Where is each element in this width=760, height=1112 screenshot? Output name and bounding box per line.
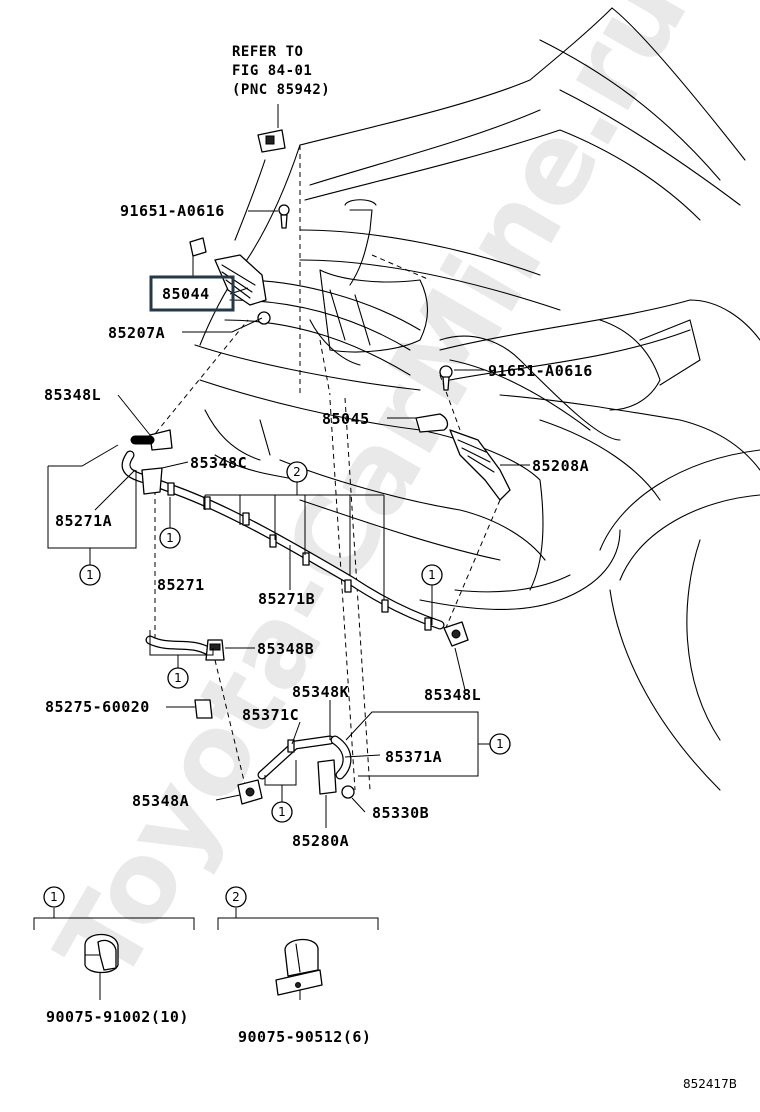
refer-line-2: FIG 84-01 bbox=[232, 63, 312, 79]
callout-1-e: 1 bbox=[278, 805, 286, 819]
clip-1-illustration bbox=[84, 933, 119, 974]
hose-85371a-part bbox=[330, 735, 352, 780]
hose-85371c-part bbox=[257, 735, 335, 780]
refer-line-1: REFER TO bbox=[232, 44, 303, 60]
connector-85348l-left-part bbox=[130, 429, 173, 451]
label-bolt-top: 91651-A0616 bbox=[120, 202, 225, 220]
highlight-box-85044 bbox=[149, 275, 235, 312]
label-85348c: 85348C bbox=[190, 454, 247, 472]
bolt-right-part bbox=[439, 365, 453, 391]
label-85271b: 85271B bbox=[258, 590, 315, 608]
cap-85330b-part bbox=[341, 785, 355, 799]
bolt-top-part bbox=[278, 204, 290, 229]
cap-part bbox=[189, 237, 207, 257]
connector-85348c-part bbox=[141, 467, 163, 495]
label-bolt-right: 91651-A0616 bbox=[488, 362, 593, 380]
callout-2-legend: 2 bbox=[232, 890, 240, 904]
watermark-text: Toyota-CarMine.ru bbox=[32, 0, 713, 1003]
car-body-outline bbox=[194, 7, 760, 791]
callout-1-legend: 1 bbox=[50, 890, 58, 904]
group-brackets bbox=[33, 444, 490, 930]
refer-line-3: (PNC 85942) bbox=[232, 82, 330, 98]
label-85280a: 85280A bbox=[292, 832, 349, 850]
connector-85348b-part bbox=[205, 639, 225, 661]
label-85348a: 85348A bbox=[132, 792, 189, 810]
labels: REFER TO FIG 84-01 (PNC 85942) 91651-A06… bbox=[44, 44, 737, 1091]
hose-85271b-part bbox=[121, 450, 445, 631]
label-85348k: 85348K bbox=[292, 683, 349, 701]
figure-code: 852417B bbox=[683, 1077, 737, 1091]
cover-85045-part bbox=[415, 413, 449, 433]
label-85045: 85045 bbox=[322, 410, 370, 428]
label-85207a: 85207A bbox=[108, 324, 165, 342]
clip-2-illustration bbox=[275, 938, 323, 996]
valve-85280a-part bbox=[317, 759, 337, 795]
label-85371c: 85371C bbox=[242, 706, 299, 724]
label-85044: 85044 bbox=[162, 285, 210, 303]
bracket-refer-part bbox=[257, 129, 286, 153]
callout-2-a: 2 bbox=[293, 465, 301, 479]
label-85330b: 85330B bbox=[372, 804, 429, 822]
label-85271: 85271 bbox=[157, 576, 205, 594]
label-85275: 85275-60020 bbox=[45, 698, 150, 716]
hose-85271-part bbox=[145, 635, 215, 657]
callout-circles: 1 1 2 1 1 1 1 1 2 bbox=[43, 461, 511, 908]
label-85348l-right: 85348L bbox=[424, 686, 481, 704]
callout-1-f: 1 bbox=[496, 737, 504, 751]
label-85271a: 85271A bbox=[55, 512, 112, 530]
callout-1-b: 1 bbox=[166, 531, 174, 545]
grommet-85275-part bbox=[194, 699, 213, 719]
connector-85348l-right-part bbox=[443, 621, 469, 647]
nozzle-85208a-part bbox=[449, 429, 511, 501]
callout-1-c: 1 bbox=[428, 568, 436, 582]
callout-1-a: 1 bbox=[86, 568, 94, 582]
label-clip-1: 90075-91002(10) bbox=[46, 1008, 189, 1026]
label-85208a: 85208A bbox=[532, 457, 589, 475]
label-85371a: 85371A bbox=[385, 748, 442, 766]
callout-1-d: 1 bbox=[174, 671, 182, 685]
label-85348l-left: 85348L bbox=[44, 386, 101, 404]
label-clip-2: 90075-90512(6) bbox=[238, 1028, 371, 1046]
connector-85348a-part bbox=[237, 779, 263, 805]
label-85348b: 85348B bbox=[257, 640, 314, 658]
